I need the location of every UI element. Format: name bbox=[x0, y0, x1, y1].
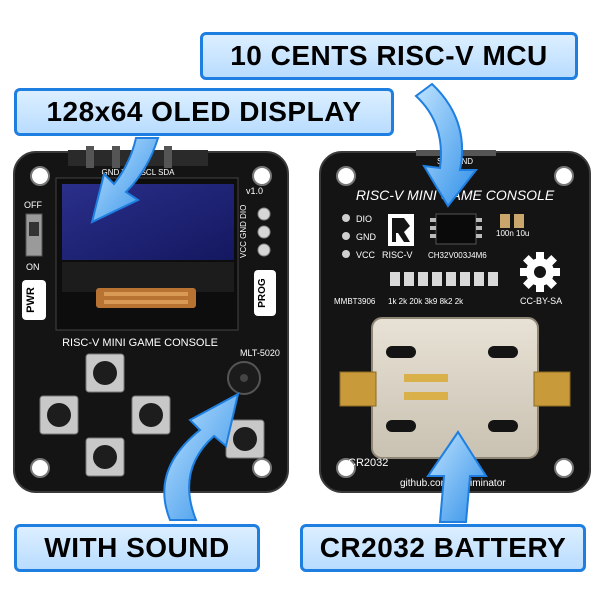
arrow-mcu bbox=[414, 82, 479, 208]
capacitor-label: 100n 10u bbox=[496, 229, 529, 238]
riscv-logo: RISC-V bbox=[382, 214, 414, 260]
mount-hole bbox=[554, 166, 574, 186]
power-switch: OFF ON PWR bbox=[22, 200, 46, 320]
arrow-sound bbox=[163, 392, 240, 521]
mount-hole bbox=[336, 458, 356, 478]
pin-gnd-label: GND bbox=[356, 232, 377, 242]
mount-hole bbox=[252, 458, 272, 478]
license-label: CC-BY-SA bbox=[520, 296, 562, 306]
oled-module bbox=[55, 177, 239, 331]
front-board: GND VCC SCL SDA v1.0 OFF ON PWR VCC GND … bbox=[13, 146, 289, 493]
switch-off-label: OFF bbox=[24, 200, 42, 210]
mcu-chip: CH32V003J4M6 bbox=[428, 213, 487, 260]
battery-holder bbox=[339, 317, 571, 459]
mcu-callout: 10 CENTS RISC-V MCU bbox=[200, 32, 578, 80]
resistor-values: 1k 2k 20k 3k9 8k2 2k bbox=[388, 297, 464, 306]
button-down bbox=[85, 437, 125, 477]
button-left bbox=[39, 395, 79, 435]
oled-screen bbox=[62, 184, 234, 260]
front-board-title: RISC-V MINI GAME CONSOLE bbox=[62, 337, 218, 349]
arrow-battery bbox=[426, 430, 488, 523]
riscv-logo-text: RISC-V bbox=[382, 250, 413, 260]
prog-pins-label: VCC GND DIO bbox=[239, 205, 248, 258]
prog-label: PROG bbox=[257, 278, 268, 308]
button-up bbox=[85, 353, 125, 393]
dpad bbox=[39, 353, 171, 477]
arrow-oled bbox=[90, 137, 160, 224]
pwr-label: PWR bbox=[25, 287, 37, 313]
flex-cable bbox=[96, 288, 196, 308]
mount-hole bbox=[252, 166, 272, 186]
buzzer-part-label: MLT-5020 bbox=[240, 348, 280, 358]
transistor-label: MMBT3906 bbox=[334, 297, 376, 306]
battery-callout: CR2032 BATTERY bbox=[300, 524, 586, 572]
version-label: v1.0 bbox=[246, 186, 263, 196]
pin-vcc-label: VCC bbox=[356, 250, 376, 260]
oshw-gear-icon bbox=[520, 252, 560, 292]
oled-callout: 128x64 OLED DISPLAY bbox=[14, 88, 394, 136]
sound-callout: WITH SOUND bbox=[14, 524, 260, 572]
button-action bbox=[225, 419, 265, 459]
chip-label: CH32V003J4M6 bbox=[428, 251, 487, 260]
mount-hole bbox=[30, 458, 50, 478]
prog-header: VCC GND DIO PROG bbox=[239, 205, 276, 316]
back-board: SDA GND RISC-V MINI GAME CONSOLE DIO GND… bbox=[319, 150, 591, 493]
mount-hole bbox=[554, 458, 574, 478]
button-right bbox=[131, 395, 171, 435]
resistor-row bbox=[390, 272, 498, 286]
mount-hole bbox=[336, 166, 356, 186]
battery-holder-label: CR2032 bbox=[348, 457, 388, 469]
pin-dio-label: DIO bbox=[356, 214, 372, 224]
mount-hole bbox=[30, 166, 50, 186]
switch-on-label: ON bbox=[26, 262, 40, 272]
